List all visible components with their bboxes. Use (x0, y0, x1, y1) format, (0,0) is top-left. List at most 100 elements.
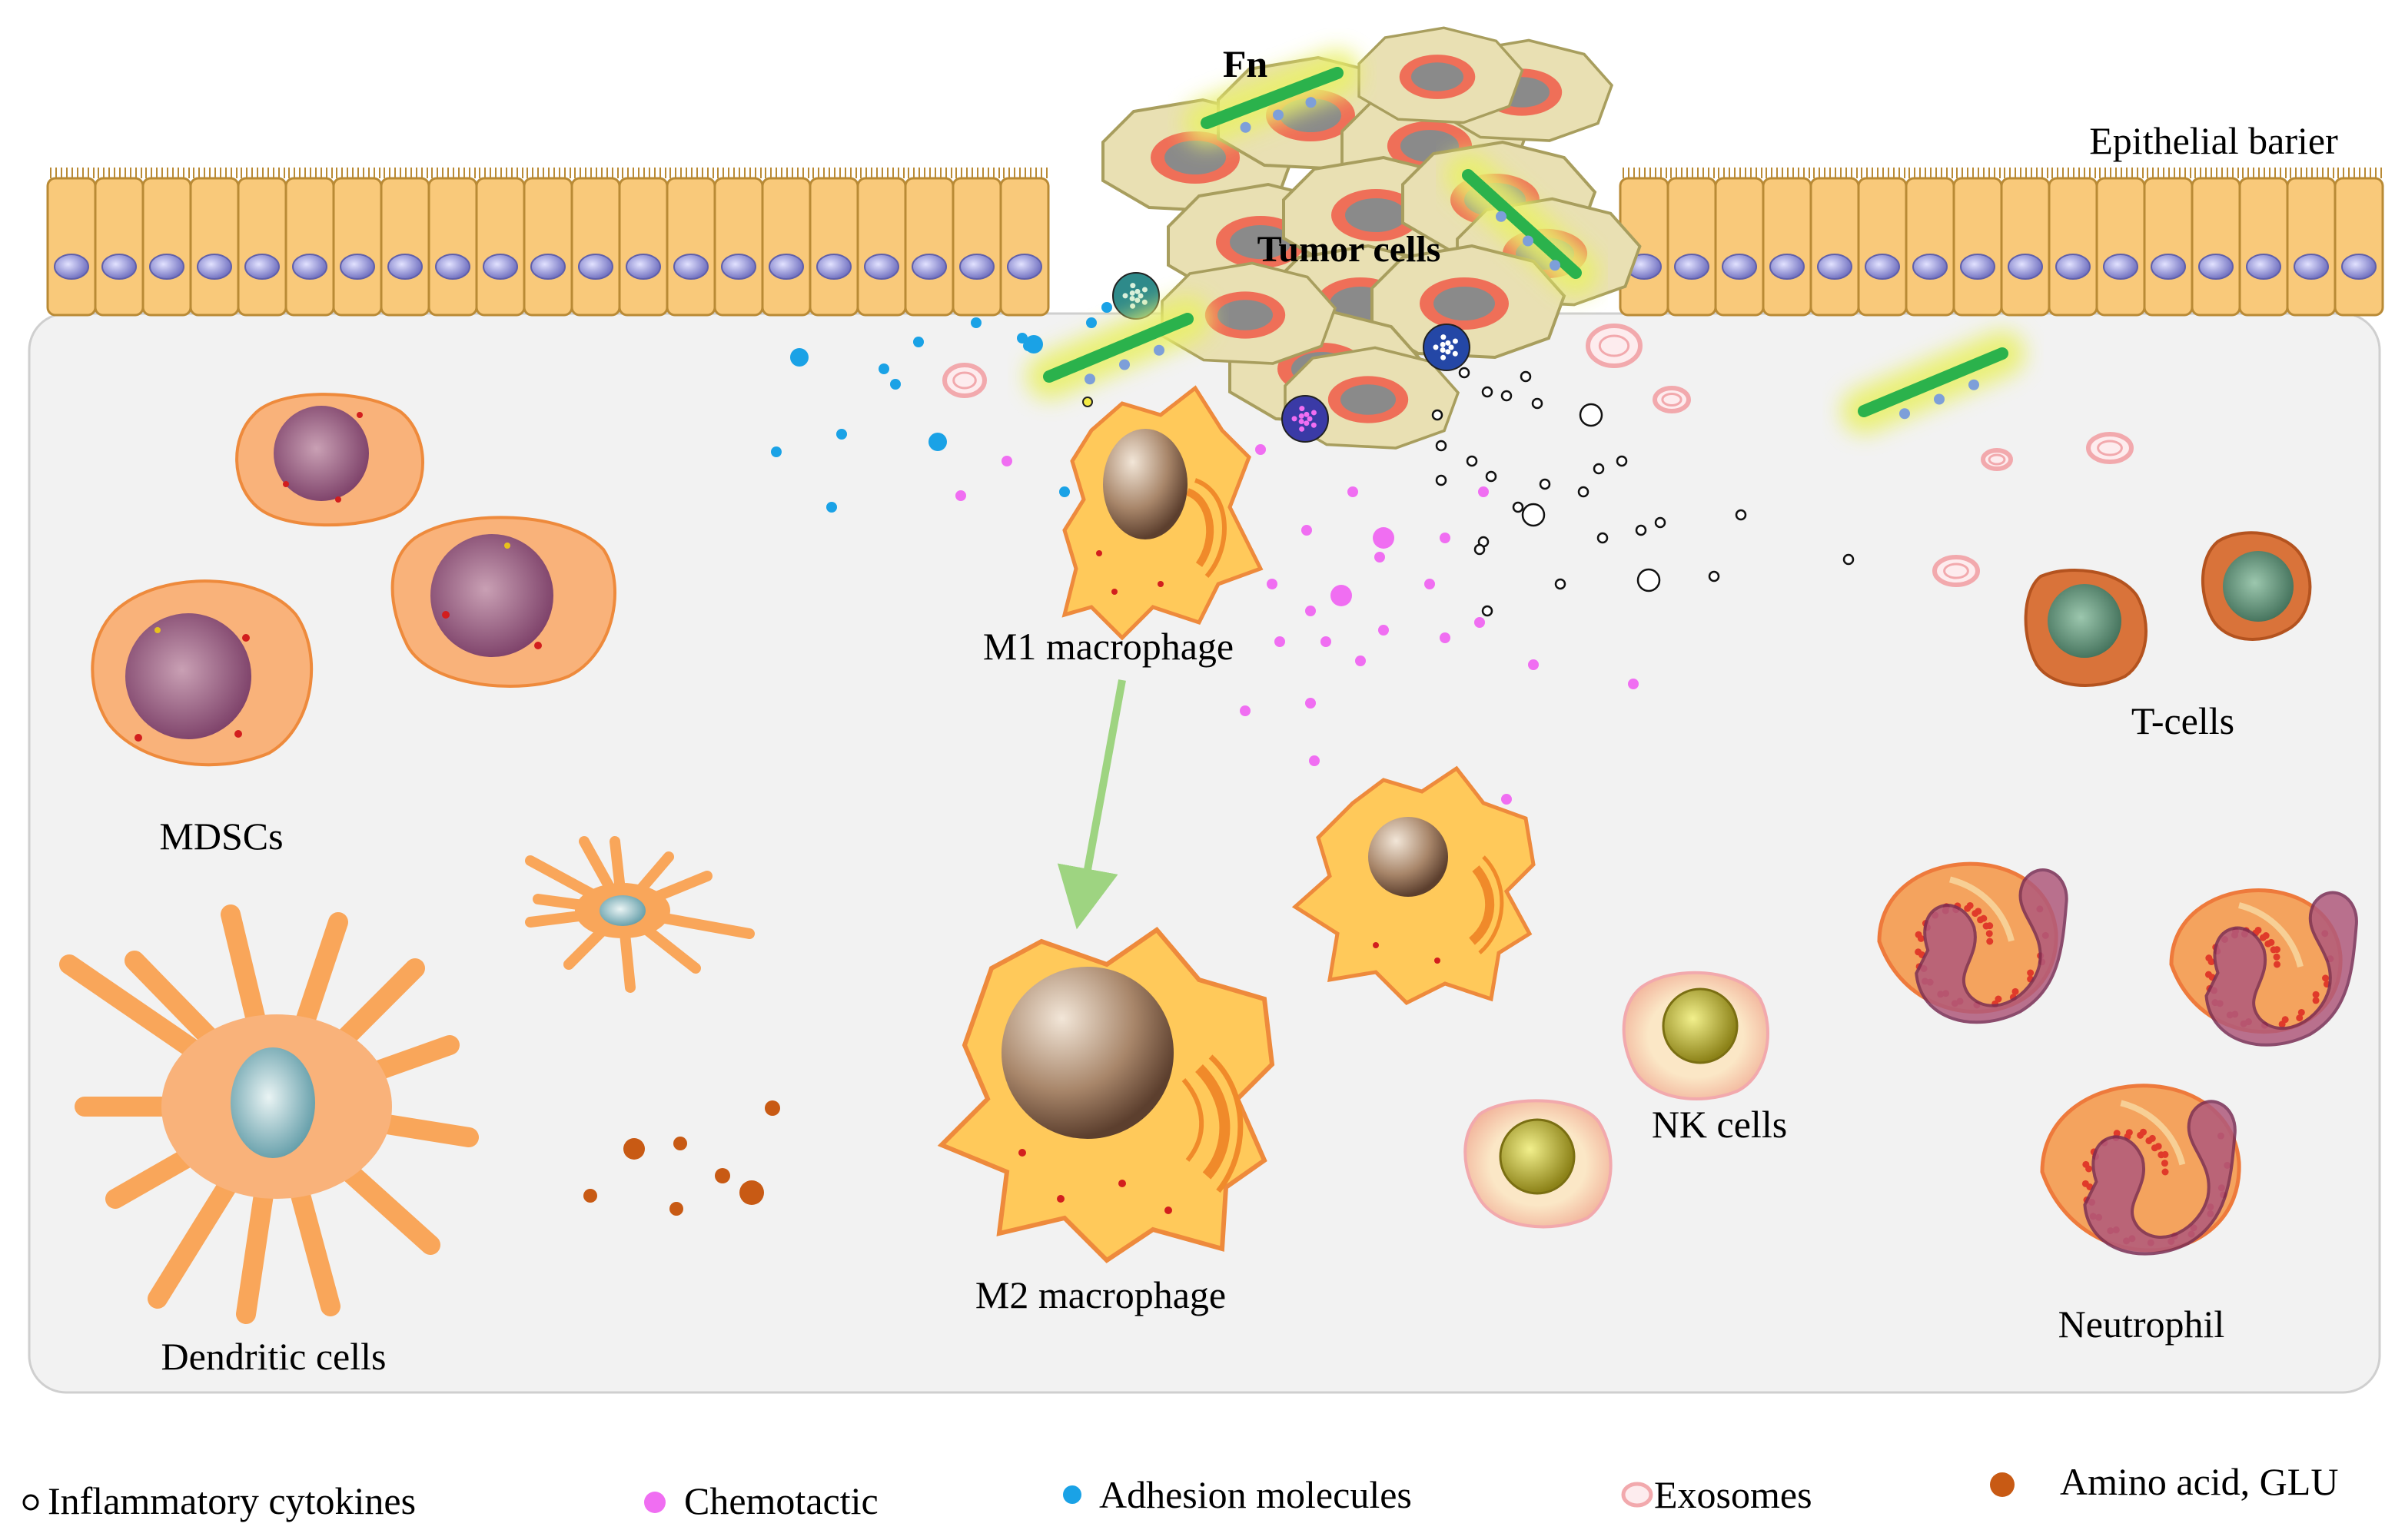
amino-acid-dot (623, 1138, 645, 1160)
epithelial-cell (1857, 168, 1908, 317)
brown-dot-icon (1990, 1472, 2015, 1497)
epithelial-cell (475, 168, 526, 317)
cytokine-molecule (1593, 463, 1605, 475)
epithelial-cell (952, 168, 1002, 317)
nucleus (244, 254, 280, 280)
chemotactic-molecule (1301, 525, 1312, 536)
nucleus (1674, 254, 1709, 280)
nucleus (435, 254, 470, 280)
chemotactic-molecule (1330, 585, 1352, 606)
nucleus (578, 254, 613, 280)
neutrophil-cell (1877, 861, 2068, 1024)
pink-ring-icon (1621, 1482, 1653, 1508)
chemotactic-molecule (1528, 659, 1539, 670)
mdsc-cell (91, 579, 314, 767)
legend-item: Exosomes (1621, 1473, 1812, 1516)
chemotactic-molecule (1474, 617, 1485, 628)
epithelial-cell (523, 168, 573, 317)
cytokine-molecule (1520, 370, 1532, 383)
amino-acid-dot (669, 1202, 683, 1216)
chemotactic-molecule (1355, 655, 1366, 666)
adhesion-molecule (1059, 486, 1070, 497)
chemotactic-molecule (1255, 444, 1266, 455)
fibronectin-fiber (1445, 152, 1599, 296)
legend-item: Chemotactic (644, 1479, 879, 1522)
chemotactic-molecule (955, 490, 966, 501)
vesicle (1112, 272, 1160, 320)
epithelial-cell (856, 168, 907, 317)
epithelial-cell (2095, 168, 2146, 317)
tumor-cell (1357, 26, 1524, 124)
amino-acid-dot (739, 1180, 764, 1205)
dendritic-cell-large (59, 904, 479, 1324)
epithelial-cell (2048, 168, 2098, 317)
t-cells-label: T-cells (2131, 699, 2234, 742)
epithelial-cell (761, 168, 812, 317)
neutrophil-label: Neutrophil (2058, 1303, 2225, 1346)
mdsc-cells (91, 393, 616, 767)
fibronectin-fiber (1184, 50, 1360, 146)
nucleus (340, 254, 375, 280)
nucleus (1915, 868, 2068, 1024)
chemotactic-molecule (1305, 606, 1316, 616)
legend-label: Exosomes (1654, 1473, 1812, 1516)
nucleus (1340, 384, 1396, 415)
cytokine-molecule (1481, 605, 1493, 617)
epithelial-cell (2286, 168, 2337, 317)
chemotactic-molecule (1424, 579, 1435, 589)
nucleus (2151, 254, 2186, 280)
adhesion-molecule (928, 433, 947, 451)
dendritic-cell-small (525, 836, 755, 993)
epithelial-cell (2143, 168, 2194, 317)
blue-dot-icon (1063, 1485, 1081, 1504)
m1-macrophage-label: M1 macrophage (983, 625, 1234, 668)
amino-acid-dot (583, 1189, 597, 1203)
epithelial-cell (713, 168, 764, 317)
cytokine-molecule (1512, 501, 1524, 513)
adhesion-molecule (1101, 302, 1112, 313)
chemotactic-molecule (1440, 533, 1450, 543)
adhesion-molecule (971, 317, 982, 328)
nucleus (1912, 254, 1948, 280)
nk-cell (1622, 971, 1769, 1100)
cytokine-molecule (1636, 568, 1661, 592)
nk-cell (1463, 1099, 1613, 1229)
nucleus (1960, 254, 1995, 280)
nucleus (149, 254, 184, 280)
epithelial-cell (427, 168, 478, 317)
adhesion-molecule (913, 337, 924, 347)
cytokine-molecule (1481, 386, 1493, 398)
neutrophil-cell (2169, 888, 2358, 1047)
epithelial-cell (189, 168, 240, 317)
epithelial-cell (46, 168, 97, 317)
exosome (1981, 448, 2013, 471)
nucleus (1769, 254, 1805, 280)
exosome (1653, 386, 1691, 413)
nucleus (626, 254, 661, 280)
m2-macrophage (937, 926, 1275, 1263)
chemotactic-molecule (1267, 579, 1277, 589)
mdsc-cell (390, 516, 616, 688)
epithelial-cell (1762, 168, 1812, 317)
epithelial-cell (380, 168, 430, 317)
cytokine-molecule (1539, 478, 1551, 490)
nucleus (1345, 198, 1407, 232)
m2-macrophage-label: M2 macrophage (975, 1273, 1226, 1316)
exosome (942, 363, 987, 398)
epithelial-cell (1809, 168, 1860, 317)
adhesion-molecule (1086, 317, 1097, 328)
t-cells (2024, 531, 2312, 687)
epithelial-cell (2238, 168, 2289, 317)
macrophage (1291, 765, 1536, 1006)
nucleus (673, 254, 709, 280)
chemotactic-molecule (1240, 705, 1251, 716)
cytokine-molecule (1635, 524, 1647, 536)
epithelial-cell (1952, 168, 2003, 317)
polarization-arrow (1057, 679, 1126, 930)
nucleus (2103, 254, 2138, 280)
vesicle (1281, 395, 1329, 443)
chemotactic-molecule (1440, 632, 1450, 643)
exosome (1932, 555, 1980, 587)
nucleus (1164, 141, 1226, 174)
tumor-cell (1370, 244, 1566, 360)
